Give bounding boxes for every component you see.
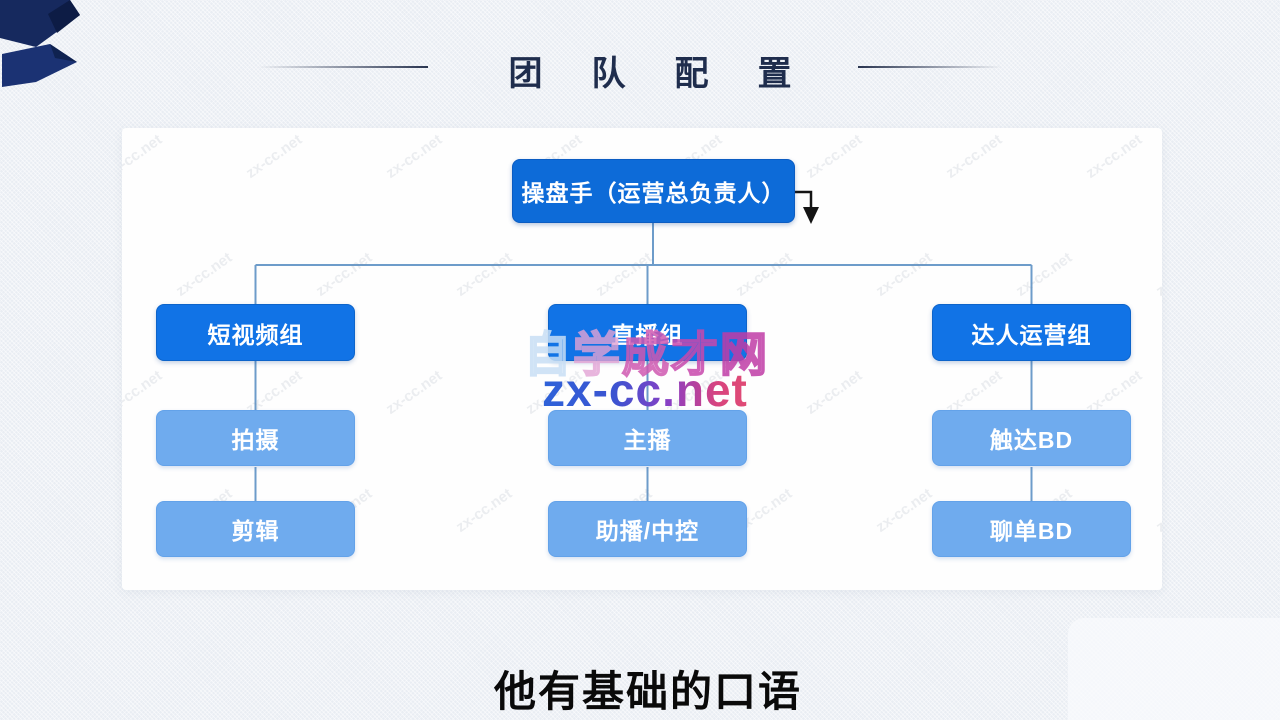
org-node-reach-bd: 触达BD (932, 410, 1131, 466)
org-node-assistant-host: 助播/中控 (548, 501, 747, 557)
watermark-cn: 自学成才网 (523, 327, 769, 382)
title-divider-left (258, 66, 428, 68)
org-node-root: 操盘手（运营总负责人） (512, 159, 795, 223)
org-chart-connectors (254, 190, 1033, 501)
title-divider-right (858, 66, 1002, 68)
org-node-shooting: 拍摄 (156, 410, 355, 466)
org-node-host: 主播 (548, 410, 747, 466)
org-node-talent-ops-group: 达人运营组 (932, 304, 1131, 361)
page-title: 团队配置 (508, 56, 841, 93)
org-node-chat-bd: 聊单BD (932, 501, 1131, 557)
video-subtitle: 他有基础的口语 (493, 670, 802, 716)
org-node-editing: 剪辑 (156, 501, 355, 557)
watermark-site: zx-cc.net (542, 364, 748, 416)
org-node-short-video-group: 短视频组 (156, 304, 355, 361)
down-arrow-annotation (795, 190, 819, 224)
org-node-live-group: 直播组 (548, 304, 747, 361)
corner-panel-decoration (1068, 618, 1280, 720)
origami-ribbon-decoration (0, 0, 80, 87)
title-row: 团队配置 (0, 42, 1280, 93)
